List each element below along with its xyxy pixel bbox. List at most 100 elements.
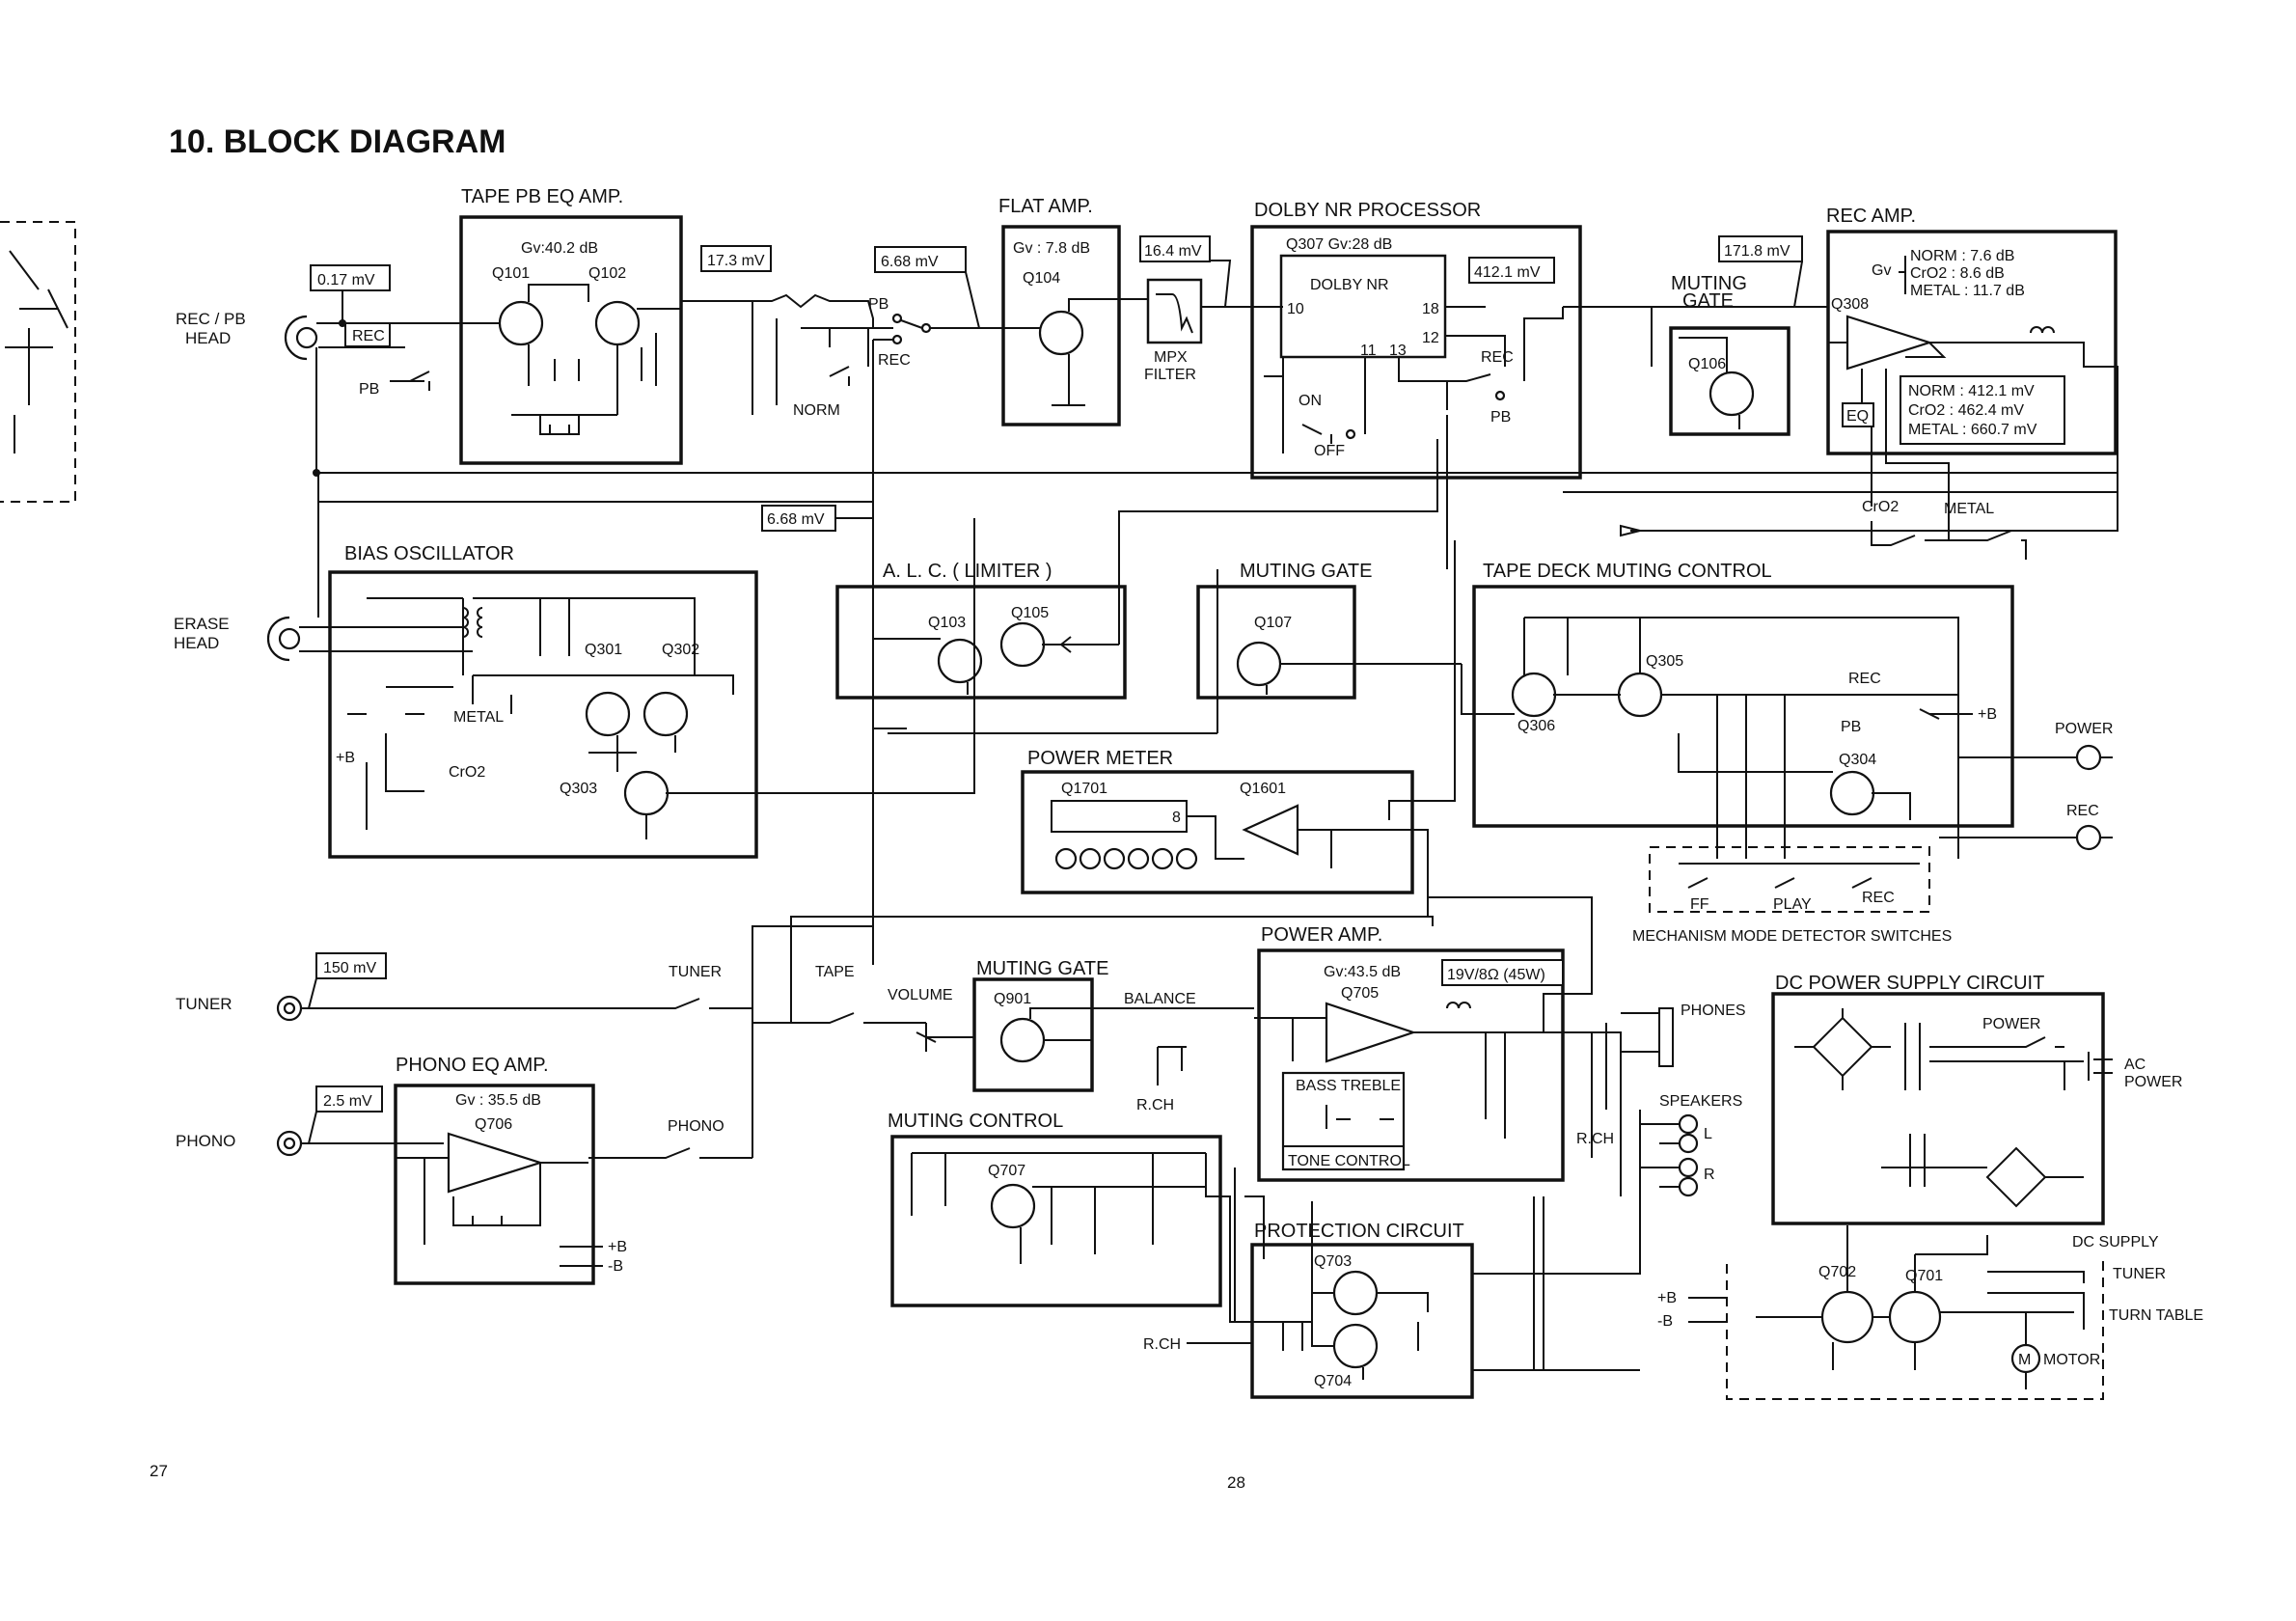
volume-label: VOLUME: [888, 987, 953, 1003]
q1701-label: Q1701: [1061, 781, 1107, 797]
level-box-dolby: [1468, 257, 1555, 284]
tape-pb-eq-amp-gain: Gv:40.2 dB: [521, 240, 598, 257]
rch-label-protection: R.CH: [1143, 1336, 1181, 1353]
phono-switch-label: PHONO: [668, 1118, 724, 1135]
dc-minus-b: -B: [1657, 1313, 1673, 1330]
dc-power-switch-label: POWER: [1982, 1016, 2040, 1032]
q101-label: Q101: [492, 265, 530, 282]
level-box-alc: [761, 505, 836, 532]
page-number-right: 28: [1227, 1473, 1245, 1492]
q102-label: Q102: [588, 265, 626, 282]
flat-amp-block: FLAT AMP. Gv : 7.8 dB Q104: [998, 196, 1121, 426]
level-rec-amp-in: 171.8 mV: [1724, 243, 1790, 260]
dolby-rec-label: REC: [1481, 349, 1514, 366]
mech-play-label: PLAY: [1773, 896, 1812, 913]
tape-deck-muting-block: TAPE DECK MUTING CONTROL Q305 Q306 Q304 …: [1461, 561, 2014, 859]
q304-label: Q304: [1839, 752, 1876, 768]
q306-label: Q306: [1517, 718, 1555, 734]
phono-jack-icon: [276, 1130, 303, 1157]
power-amp-spec-box: [1441, 959, 1564, 986]
rec-switch-label: REC: [352, 328, 385, 344]
tdm-pb-label: PB: [1841, 719, 1861, 735]
tdm-plus-b: +B: [1978, 706, 1997, 723]
q308-label: Q308: [1831, 296, 1869, 313]
phono-eq-block: PHONO EQ AMP. Gv : 35.5 dB Q706 +B -B: [394, 1055, 627, 1285]
level-box-pbeq: [700, 245, 772, 272]
ac-plug-icon: [2064, 1052, 2113, 1081]
ac-power-label: AC: [2124, 1057, 2146, 1073]
erase-head-label: ERASE: [174, 615, 230, 633]
bias-osc-title: BIAS OSCILLATOR: [344, 543, 514, 564]
left-page-fragment: [0, 221, 76, 503]
tone-control-label: TONE CONTROL: [1288, 1153, 1410, 1169]
rch-label-speakers: R.CH: [1576, 1131, 1614, 1147]
level-box-tuner: [315, 952, 387, 979]
rec-amp-out-norm: NORM : 412.1 mV: [1908, 383, 2035, 399]
phono-eq-title: PHONO EQ AMP.: [396, 1055, 549, 1076]
tape-pb-eq-amp-block: TAPE PB EQ AMP. Gv:40.2 dB Q101 Q102: [424, 186, 683, 465]
level-selector: 6.68 mV: [881, 254, 939, 270]
rec-amp-title: REC AMP.: [1826, 206, 1916, 227]
phono-plus-b: +B: [608, 1239, 627, 1255]
phones-jack-icon: [1605, 1007, 1674, 1110]
rec-pb-head-label2: HEAD: [185, 329, 231, 347]
q107-label: Q107: [1254, 615, 1292, 631]
balance-label: BALANCE: [1124, 991, 1196, 1007]
mpx-filter-label: MPX: [1154, 349, 1188, 366]
q305-label: Q305: [1646, 653, 1683, 670]
mechanism-switches-block: MECHANISM MODE DETECTOR SWITCHES FF PLAY…: [1632, 846, 1952, 945]
level-box-head: [310, 264, 391, 291]
protection-circuit-block: PROTECTION CIRCUIT Q703 Q704: [1234, 1168, 1474, 1399]
level-alc: 6.68 mV: [767, 511, 825, 528]
level-box-selector: [874, 246, 967, 273]
mpx-filter-label2: FILTER: [1144, 367, 1196, 383]
dc-supply-label: DC SUPPLY: [2072, 1234, 2159, 1250]
mech-ff-label: FF: [1690, 896, 1709, 913]
rec-pb-head: REC / PB HEAD: [176, 310, 318, 361]
motor-m-glyph: M: [2018, 1352, 2031, 1368]
dolby-nr-sub: Q307 Gv:28 dB: [1286, 236, 1392, 253]
q901-label: Q901: [994, 991, 1031, 1007]
rch-label-balance: R.CH: [1136, 1097, 1174, 1113]
selector-rec-label: REC: [878, 352, 911, 369]
muting-gate-mid-title: MUTING GATE: [1240, 561, 1372, 582]
erase-head-label2: HEAD: [174, 634, 219, 652]
speaker-terminals-icon: [1640, 1113, 1699, 1197]
cro2-switch-label: CrO2: [1862, 499, 1899, 515]
page-number-left: 27: [150, 1462, 168, 1480]
dolby-pin12: 12: [1422, 330, 1439, 346]
rec-led-icon: [1939, 824, 2113, 851]
dolby-pin11: 11: [1360, 343, 1377, 359]
bias-plus-b: +B: [336, 750, 355, 766]
level-box-rec-amp-in: [1718, 235, 1803, 262]
power-amp-gain: Gv:43.5 dB: [1324, 964, 1401, 980]
phones-label: PHONES: [1681, 1003, 1746, 1019]
rec-amp-out-metal: METAL : 660.7 mV: [1908, 422, 2037, 438]
level-dolby: 412.1 mV: [1474, 264, 1541, 281]
level-head: 0.17 mV: [317, 272, 375, 288]
tuner-input-label: TUNER: [176, 995, 232, 1013]
norm-label: NORM: [793, 402, 840, 419]
q302-label: Q302: [662, 642, 699, 658]
flat-amp-gain: Gv : 7.8 dB: [1013, 240, 1090, 257]
speaker-l-label: L: [1704, 1126, 1712, 1142]
tuner-jack-icon: [276, 995, 303, 1022]
muting-control-title: MUTING CONTROL: [888, 1111, 1063, 1132]
dolby-nr-block: DOLBY NR PROCESSOR Q307 Gv:28 dB DOLBY N…: [1250, 200, 1582, 480]
power-led-label: POWER: [2055, 721, 2113, 737]
cro2-bias-label: CrO2: [449, 764, 485, 781]
phono-input-label: PHONO: [176, 1132, 235, 1150]
power-amp-title: POWER AMP.: [1261, 924, 1382, 946]
level-flat: 16.4 mV: [1144, 243, 1202, 260]
q1701-pin8: 8: [1172, 810, 1181, 826]
eq-box: [1842, 402, 1874, 427]
dolby-nr-title: DOLBY NR PROCESSOR: [1254, 200, 1481, 221]
motor-icon: M MOTOR: [2010, 1312, 2100, 1389]
q702-label: Q702: [1818, 1264, 1856, 1280]
muting-gate-mid-block: MUTING GATE Q107: [888, 415, 1462, 734]
muting-gate-low-title: MUTING GATE: [976, 958, 1108, 979]
phono-eq-gain: Gv : 35.5 dB: [455, 1092, 541, 1109]
power-meter-title: POWER METER: [1027, 748, 1173, 769]
bias-oscillator-block: BIAS OSCILLATOR Q301 Q302 Q303 METAL CrO…: [299, 543, 758, 859]
protection-title: PROTECTION CIRCUIT: [1254, 1221, 1464, 1242]
